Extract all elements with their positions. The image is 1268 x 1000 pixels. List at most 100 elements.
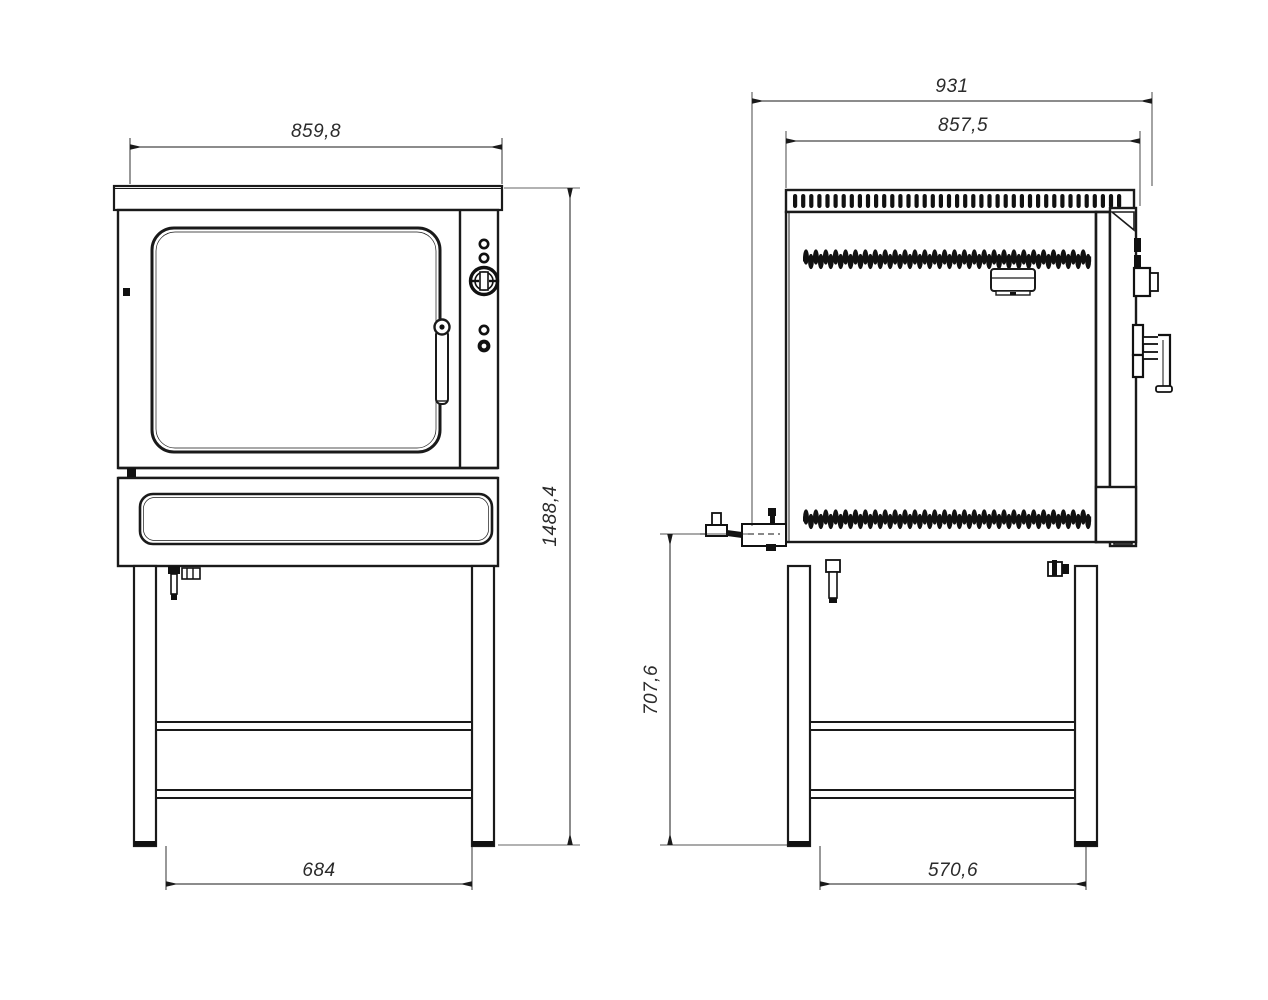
coil-element (936, 253, 943, 270)
louvre-slot (1084, 194, 1089, 208)
coil-element (837, 513, 844, 530)
louvre-slot (849, 194, 854, 208)
dimension-front-height-label: 1488,4 (540, 485, 561, 546)
louvre-slot (906, 194, 911, 208)
coil-element (882, 249, 889, 265)
louvre-slot (1027, 194, 1033, 208)
coil-element (916, 253, 923, 270)
coil-element (1050, 249, 1057, 265)
coil-element (971, 249, 978, 265)
dimension-side-depth-body-label: 857,5 (938, 115, 988, 136)
coil-element (907, 513, 913, 530)
stand-mount-fitting-left (825, 559, 841, 603)
dimension-side-depth-overall-label: 931 (935, 76, 968, 97)
coil-element (986, 513, 993, 530)
coil-element (921, 249, 928, 265)
coil-element (926, 513, 933, 530)
coil-element (936, 513, 943, 530)
coil-element (817, 513, 824, 530)
side-door-handle[interactable] (1155, 333, 1173, 393)
coil-element (857, 513, 864, 530)
coil-element (1020, 509, 1027, 525)
lower-heating-coil (803, 509, 1092, 530)
coil-element (912, 249, 918, 265)
louvre-slot (1068, 194, 1073, 208)
stand-foot-right (472, 841, 494, 846)
indicator-lamp-3[interactable] (478, 324, 490, 336)
coil-element (1085, 253, 1092, 270)
coil-element (827, 253, 834, 270)
coil-element (921, 509, 928, 525)
dimension-front-width-label: 859,8 (291, 121, 341, 142)
coil-element (1011, 509, 1017, 525)
coil-element (842, 509, 849, 525)
lower-drawer-panel[interactable] (116, 476, 500, 568)
coil-element (1085, 513, 1092, 530)
coil-element (996, 253, 1002, 270)
indicator-lamp-2[interactable] (478, 252, 490, 264)
coil-element (1015, 513, 1022, 530)
coil-element (931, 249, 938, 265)
coil-element (852, 509, 859, 525)
coil-element (926, 253, 933, 270)
stand-leg-side-left (786, 564, 812, 848)
indicator-lamp-1[interactable] (478, 238, 490, 250)
coil-element (827, 513, 834, 530)
coil-element (862, 249, 869, 265)
coil-element (887, 513, 894, 530)
lower-hinge (1131, 323, 1166, 379)
coil-element (1030, 249, 1037, 265)
stand-foot-side-left (788, 841, 810, 846)
coil-element (907, 253, 913, 270)
coil-element (966, 253, 973, 270)
oven-door-panel[interactable] (150, 226, 442, 454)
coil-element (916, 513, 923, 530)
louvre-slot (857, 194, 862, 208)
stand-cross-rail-upper (155, 721, 473, 731)
sensor-housing-block (990, 268, 1036, 296)
dimension-side-depth-overall: 931 (751, 76, 1153, 526)
louvre-slot (865, 194, 871, 208)
coil-element (832, 509, 839, 525)
coil-element (1060, 249, 1067, 265)
main-control-knob[interactable] (468, 265, 500, 297)
coil-element (1075, 253, 1082, 270)
coil-element (946, 253, 953, 270)
door-hinge-mark (123, 288, 130, 296)
louvre-slot (809, 194, 814, 208)
secondary-knob[interactable] (477, 339, 491, 353)
stand-mount-fitting-right (1047, 560, 1069, 577)
stand-cross-rail-side-upper (809, 721, 1076, 731)
louvre-slot (1011, 194, 1016, 208)
dimension-stand-width: 684 (165, 846, 473, 890)
front-elevation: 859,8 1488,4 684 (112, 121, 580, 890)
stand-cross-rail-side-lower (809, 789, 1076, 799)
coil-element (872, 249, 879, 265)
stand-leg-left (132, 564, 158, 848)
louvre-slot (882, 194, 887, 208)
coil-element (1025, 513, 1032, 530)
coil-element (1070, 509, 1077, 525)
coil-element (1006, 253, 1012, 270)
stand-foot-left (134, 841, 156, 846)
louvre-slot (1100, 194, 1105, 208)
coil-element (951, 249, 958, 265)
louvre-slot (1052, 194, 1057, 208)
louvre-slot (1019, 194, 1024, 208)
louvre-slot (1036, 194, 1041, 208)
gas-connection-fitting (168, 566, 201, 600)
coil-element (1025, 253, 1032, 270)
coil-element (813, 249, 819, 265)
coil-element (966, 513, 973, 530)
louvre-slot (1044, 194, 1049, 208)
coil-element (1040, 509, 1047, 525)
stand-foot-side-right (1075, 841, 1097, 846)
coil-element (1035, 253, 1042, 270)
door-handle[interactable] (433, 318, 451, 405)
coil-element (817, 253, 824, 270)
louvre-slot (890, 194, 895, 208)
coil-element (847, 513, 854, 530)
coil-element (1001, 249, 1007, 265)
louvre-slot (1076, 194, 1081, 208)
